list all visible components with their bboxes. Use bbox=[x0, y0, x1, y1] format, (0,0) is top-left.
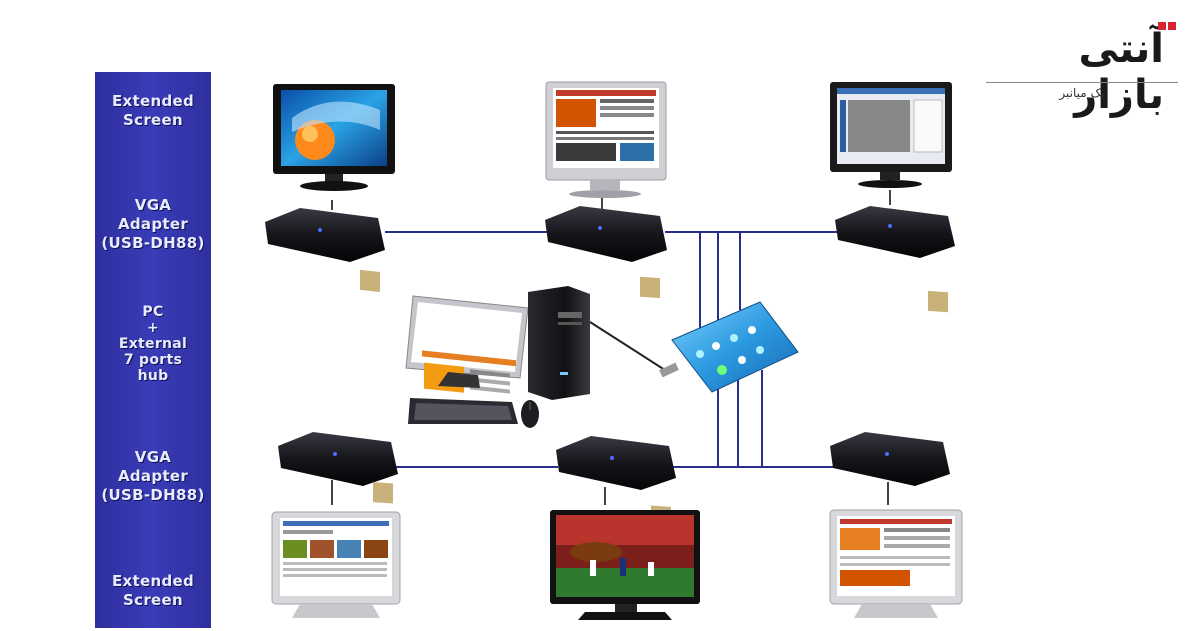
monitor-top-right bbox=[830, 82, 952, 188]
monitor-top-center bbox=[546, 82, 666, 198]
pc-tower bbox=[528, 286, 590, 400]
vga-adapter-top-center bbox=[545, 206, 667, 298]
monitor-bottom-right bbox=[830, 510, 962, 618]
monitor-bottom-center bbox=[550, 510, 700, 620]
pc-keyboard bbox=[408, 398, 518, 424]
usb-hub-7port bbox=[659, 302, 798, 392]
pc-mouse bbox=[521, 400, 539, 428]
pc-monitor bbox=[406, 296, 528, 394]
pc-usb-cable bbox=[590, 322, 668, 372]
vga-adapter-top-right bbox=[835, 206, 955, 312]
vga-adapter-top-left bbox=[265, 208, 385, 292]
vga-adapter-bottom-left bbox=[278, 432, 398, 503]
monitor-top-left bbox=[273, 84, 395, 191]
monitor-bottom-left bbox=[272, 512, 400, 618]
